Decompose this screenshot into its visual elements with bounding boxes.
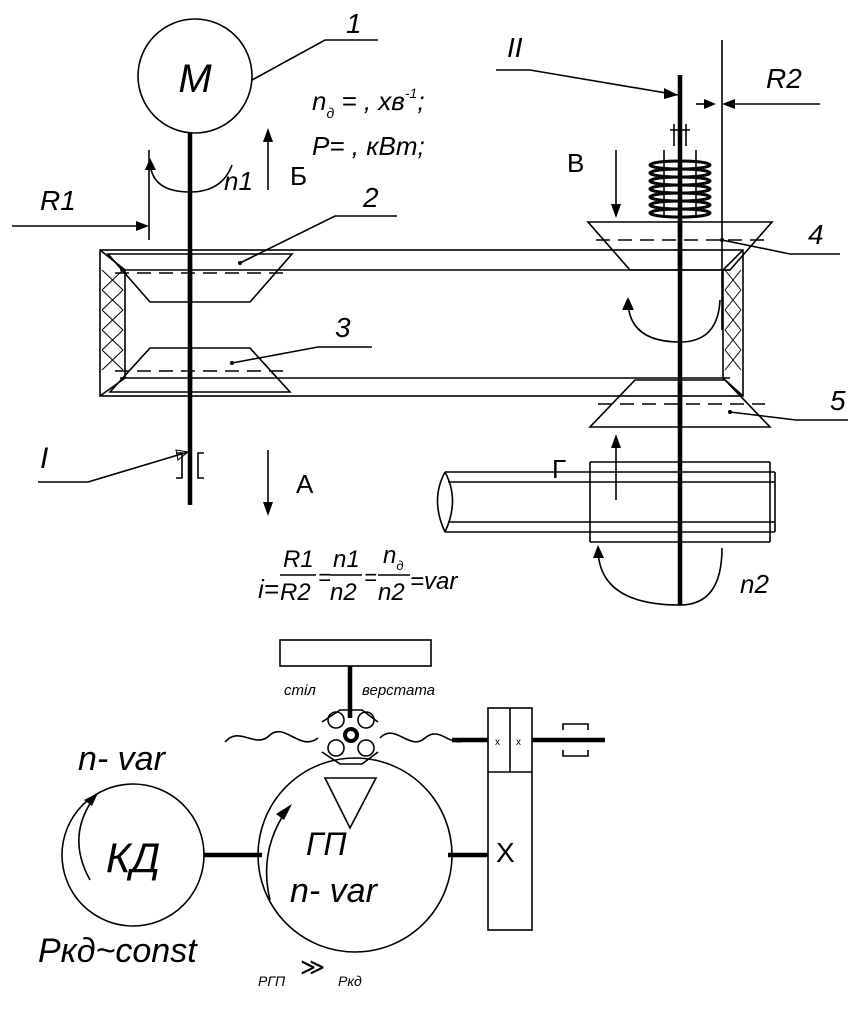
svg-text:=: =: [364, 565, 377, 590]
n-var-left: n- var: [78, 740, 167, 778]
top-diagram: M 1 nд = , хв-1; P= , кВт; I R1 n1: [12, 8, 848, 606]
screw-nut: [321, 709, 379, 765]
gear-x-label: X: [496, 837, 515, 868]
rotation-arc-right: [627, 299, 721, 343]
callout-4: 4: [808, 219, 824, 250]
shaft-I-label: I: [40, 442, 48, 475]
bearing-right: [562, 723, 589, 757]
transmission-gp: [257, 757, 453, 953]
leader-5: [729, 411, 848, 421]
shaft-II-label: II: [507, 32, 523, 63]
rotation-arc-n2: [597, 547, 723, 606]
transmission-label: ГП: [306, 826, 347, 862]
bottom-diagram: стіл верстата n- var x x: [38, 639, 605, 989]
bearing-left: [176, 452, 204, 479]
callout-3: 3: [335, 312, 351, 343]
pulley-5: [588, 379, 772, 428]
n1-label: n1: [224, 166, 253, 196]
leader-4: [721, 239, 840, 255]
motor-speed-line: nд = , хв-1;: [312, 85, 425, 121]
svg-text:n2: n2: [378, 579, 405, 606]
leader-II: [496, 69, 679, 96]
r2-label: R2: [766, 63, 802, 94]
direction-V-label: В: [567, 148, 584, 178]
svg-text:i=: i=: [258, 574, 279, 604]
small-x-1: x: [495, 737, 500, 748]
belt-hatch-left: [101, 269, 124, 371]
power-rgp: РГП: [258, 973, 286, 989]
machine-table: [279, 639, 432, 667]
svg-text:=var: =var: [410, 568, 458, 595]
motor-label: M: [178, 57, 212, 101]
svg-text:=: =: [318, 565, 331, 590]
belt-hatch-right: [724, 269, 742, 371]
svg-text:nд: nд: [383, 542, 404, 573]
direction-B-label: Б: [290, 161, 307, 191]
r1-label: R1: [40, 185, 76, 216]
motor-kd-label: КД: [106, 834, 160, 881]
small-x-2: x: [516, 737, 521, 748]
spring: [648, 124, 712, 219]
output-belt: [436, 461, 776, 543]
much-greater-sign: ≫: [300, 954, 325, 981]
belt-outer: [99, 249, 744, 397]
pulley-2: [106, 253, 294, 303]
callout-2: 2: [362, 182, 379, 213]
pulley-3: [108, 347, 292, 393]
rotation-arc-n1: [149, 159, 233, 193]
svg-text:R2: R2: [280, 579, 311, 606]
n2-label: n2: [740, 569, 769, 599]
machine-label: верстата: [362, 682, 435, 699]
ratio-formula: i= R1 R2 = n1 n2 = nд n2 =var: [258, 542, 458, 606]
rotation-arc-gp: [265, 807, 289, 901]
leader-I: [38, 451, 189, 483]
transmission-notch: [323, 777, 378, 830]
callout-5: 5: [830, 385, 846, 416]
leader-3: [231, 346, 372, 364]
power-const: Ркд~const: [38, 932, 198, 970]
pulley-4: [586, 221, 774, 271]
motor-circle: [137, 18, 253, 134]
callout-1: 1: [346, 8, 362, 39]
table-label: стіл: [284, 682, 316, 699]
leader-2: [239, 215, 397, 264]
n-var-center: n- var: [290, 872, 379, 910]
rotation-arc-kd: [78, 794, 97, 881]
direction-G-label: Г: [552, 454, 566, 484]
svg-text:n2: n2: [330, 579, 357, 606]
svg-text:n1: n1: [333, 546, 360, 573]
direction-A-label: А: [296, 469, 314, 499]
power-rkd: Ркд: [338, 973, 362, 989]
leader-1: [251, 39, 378, 81]
motor-power-line: P= , кВт;: [312, 131, 425, 161]
svg-text:R1: R1: [283, 546, 314, 573]
